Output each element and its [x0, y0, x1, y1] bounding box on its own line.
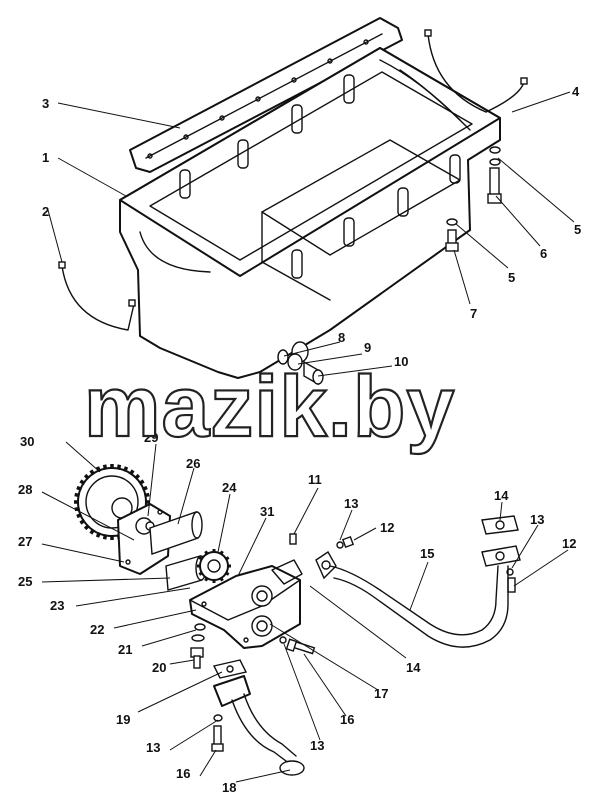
callout-7: 7	[470, 306, 477, 321]
small-gear-tooth	[224, 571, 230, 576]
gear-tooth	[144, 492, 150, 498]
callout-18: 18	[222, 780, 236, 795]
gear-tooth	[141, 485, 148, 491]
callout-14b: 14	[406, 660, 421, 675]
small-gear-tooth	[227, 564, 231, 568]
oil-pipe	[329, 545, 521, 648]
callout-1: 1	[42, 150, 49, 165]
callout-30: 30	[20, 434, 34, 449]
callout-21: 21	[118, 642, 132, 657]
gear-tooth	[95, 531, 101, 538]
gear-tooth	[76, 513, 83, 519]
callout-13c: 13	[146, 740, 160, 755]
callout-24: 24	[222, 480, 237, 495]
gear-tooth	[128, 469, 135, 476]
gear-tooth	[134, 473, 141, 480]
gear-tooth	[116, 464, 122, 470]
callout-9: 9	[364, 340, 371, 355]
gear-tooth	[83, 524, 90, 531]
callout-3: 3	[42, 96, 49, 111]
callout-5b: 5	[508, 270, 515, 285]
long-bolt	[487, 146, 502, 204]
gear-tooth	[95, 466, 101, 473]
callout-2: 2	[42, 204, 49, 219]
callout-labels: 1 2 3 4 5 6 5 7 8 9 10 30 29 26 24 31 28…	[18, 84, 581, 795]
callout-12b: 12	[562, 536, 576, 551]
small-gear-tooth	[197, 564, 201, 568]
drain-plug-set	[277, 349, 324, 386]
pump-body	[189, 559, 303, 649]
pump-cover	[117, 503, 171, 575]
callout-13b: 13	[530, 512, 544, 527]
callout-25: 25	[18, 574, 32, 589]
seal-strip-right	[424, 29, 528, 113]
watermark: mazik.by	[84, 359, 455, 455]
callout-15: 15	[420, 546, 434, 561]
callout-16a: 16	[340, 712, 354, 727]
small-gear-tooth	[204, 576, 209, 582]
callout-13a: 13	[344, 496, 358, 511]
oil-pan	[119, 47, 501, 379]
small-gear-tooth	[198, 556, 204, 561]
gear-tooth	[102, 534, 108, 540]
small-gear-tooth	[224, 556, 230, 561]
callout-12a: 12	[380, 520, 394, 535]
callout-29: 29	[144, 430, 158, 445]
callout-28: 28	[18, 482, 32, 497]
gear-tooth	[110, 535, 114, 540]
gear-tooth	[79, 518, 86, 525]
strainer-gasket	[212, 659, 248, 679]
callout-4: 4	[572, 84, 580, 99]
callout-5a: 5	[574, 222, 581, 237]
callout-20: 20	[152, 660, 166, 675]
gear-tooth	[74, 500, 79, 504]
callout-13d: 13	[310, 738, 324, 753]
pump-mount-bolt	[190, 623, 206, 669]
pipe-gasket-top	[481, 515, 519, 535]
flange-bolt-upper	[336, 535, 355, 549]
gear-tooth	[89, 528, 96, 535]
small-gear-tooth	[212, 579, 216, 583]
callout-19: 19	[116, 712, 130, 727]
upper-shaft	[149, 511, 203, 555]
gear-tooth	[110, 464, 114, 469]
gear-tooth	[76, 485, 83, 491]
small-gear-tooth	[198, 571, 204, 576]
seal-strip-left	[58, 261, 136, 331]
callout-31: 31	[260, 504, 274, 519]
callout-22: 22	[90, 622, 104, 637]
gear-tooth	[138, 479, 145, 486]
callout-16b: 16	[176, 766, 190, 781]
gear-tooth	[79, 479, 86, 486]
gear-tooth	[102, 464, 108, 470]
callout-6: 6	[540, 246, 547, 261]
callout-10: 10	[394, 354, 408, 369]
short-bolt	[445, 218, 459, 252]
dowel-pin	[289, 533, 297, 545]
gear-tooth	[74, 492, 80, 498]
leader-lines	[41, 91, 575, 783]
small-gear-tooth	[219, 550, 224, 556]
small-gear-tooth	[219, 576, 224, 582]
small-gear-tooth	[204, 550, 209, 556]
gear-tooth	[83, 473, 90, 480]
pipe-gasket-pump	[315, 551, 337, 580]
gear-tooth	[89, 469, 96, 476]
callout-26: 26	[186, 456, 200, 471]
callout-8: 8	[338, 330, 345, 345]
oil-strainer	[213, 675, 305, 776]
callout-17: 17	[374, 686, 388, 701]
strainer-bolt	[211, 714, 224, 752]
oil-pan-gasket	[129, 17, 403, 173]
small-gear-tooth	[212, 549, 216, 553]
small-gear	[197, 549, 231, 583]
gear-tooth	[145, 500, 150, 504]
callout-23: 23	[50, 598, 64, 613]
callout-27: 27	[18, 534, 32, 549]
callout-11: 11	[308, 472, 322, 487]
callout-14a: 14	[494, 488, 509, 503]
pump-lower-bolt	[279, 636, 316, 655]
gear-tooth	[123, 466, 129, 473]
